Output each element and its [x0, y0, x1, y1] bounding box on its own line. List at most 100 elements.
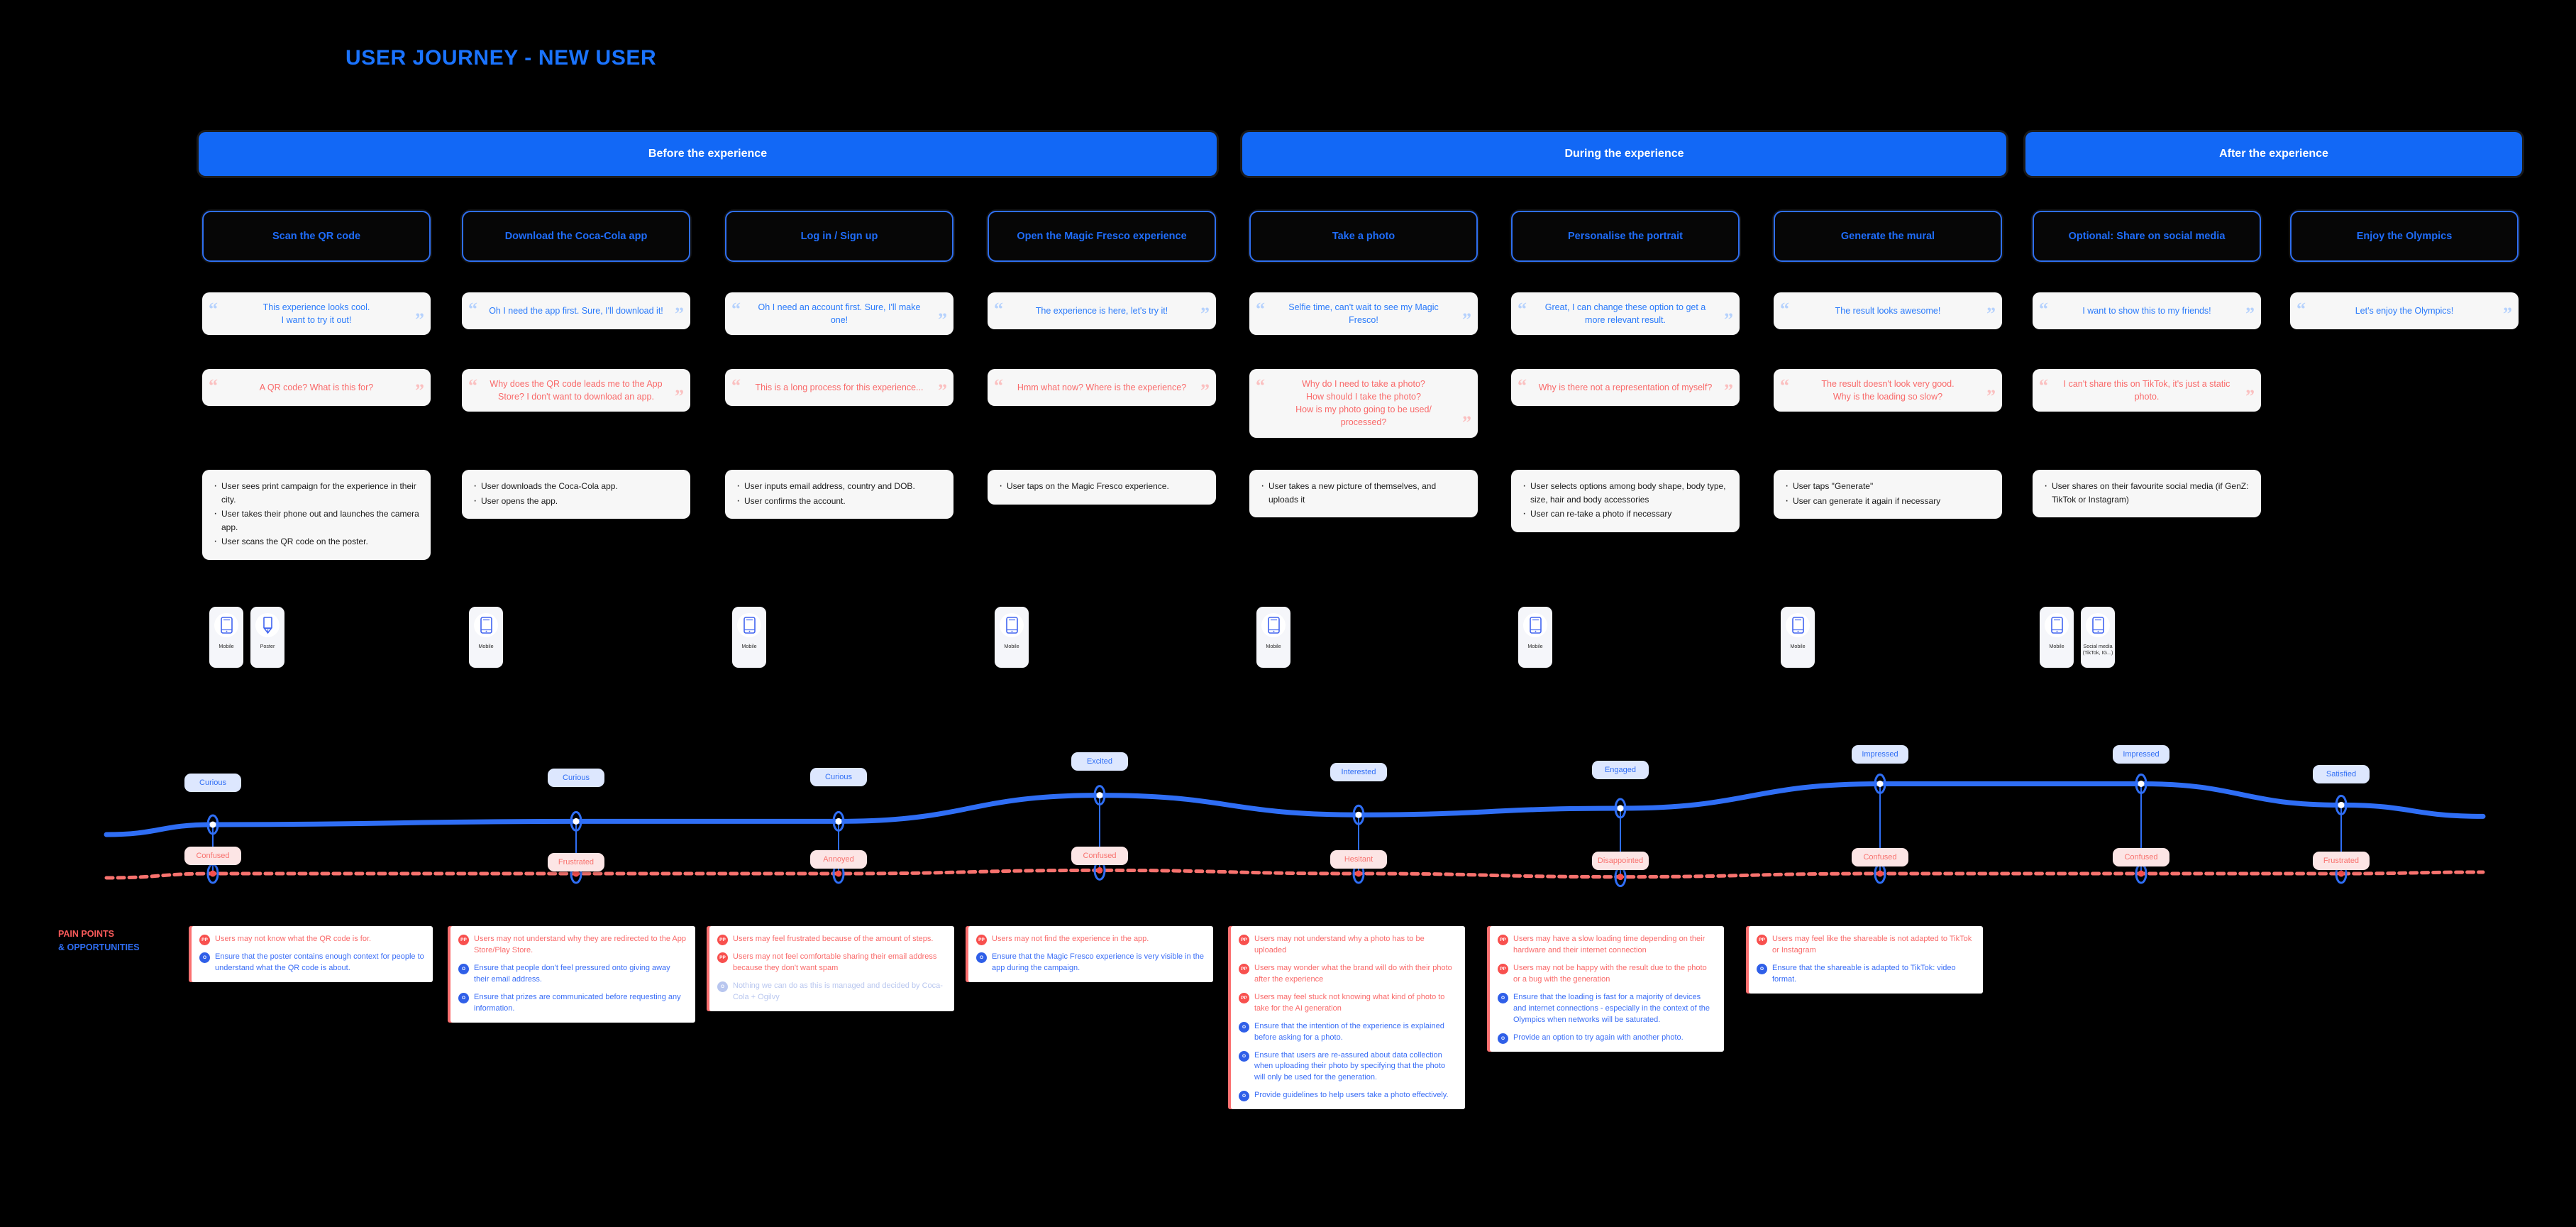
pain-point-item: PP Users may have a slow loading time dep…: [1498, 934, 1715, 957]
step-header-7[interactable]: Optional: Share on social media: [2033, 211, 2261, 262]
quote-close-icon: ”: [675, 304, 684, 324]
negative-emotion-label-1: Frustrated: [548, 853, 604, 871]
touchpoint-card-7-0[interactable]: Mobile: [2040, 607, 2074, 668]
step-header-label: Scan the QR code: [272, 231, 361, 242]
touchpoint-card-7-1[interactable]: Social media (TikTok, IG...): [2081, 607, 2115, 668]
action-item: User sees print campaign for the experie…: [212, 479, 419, 506]
touchpoint-card-4-0[interactable]: Mobile: [1256, 607, 1290, 668]
positive-quote-7: “I want to show this to my friends!”: [2033, 292, 2261, 329]
quote-open-icon: “: [1256, 299, 1265, 319]
quote-text: Why does the QR code leads me to the App…: [490, 379, 663, 402]
action-item: User can re-take a photo if necessary: [1521, 507, 1728, 521]
pain-point-item: PP Users may wonder what the brand will d…: [1239, 963, 1456, 986]
action-item: User takes a new picture of themselves, …: [1259, 479, 1466, 506]
actions-card-5: User selects options among body shape, b…: [1511, 470, 1740, 532]
quote-text: The result doesn't look very good. Why i…: [1821, 379, 1955, 402]
step-header-1[interactable]: Download the Coca-Cola app: [462, 211, 690, 262]
touchpoint-label: Mobile: [1266, 643, 1281, 649]
step-header-label: Optional: Share on social media: [2068, 231, 2226, 242]
step-header-2[interactable]: Log in / Sign up: [725, 211, 953, 262]
touchpoint-label: Mobile: [2049, 643, 2064, 649]
pain-point-badge: PP: [1498, 935, 1508, 945]
step-header-8[interactable]: Enjoy the Olympics: [2290, 211, 2519, 262]
touchpoint-card-6-0[interactable]: Mobile: [1781, 607, 1815, 668]
action-item: User taps "Generate": [1784, 479, 1991, 493]
quote-close-icon: ”: [2245, 386, 2255, 407]
touchpoint-label: Mobile: [478, 643, 494, 649]
negative-quote-0: “A QR code? What is this for?”: [202, 369, 431, 406]
negative-emotion-label-7: Confused: [2113, 848, 2169, 866]
action-item: User confirms the account.: [735, 494, 942, 508]
stage-banner-1[interactable]: During the experience: [1242, 132, 2006, 176]
negative-quote-1: “Why does the QR code leads me to the Ap…: [462, 369, 690, 412]
touchpoint-card-0-0[interactable]: Mobile: [209, 607, 243, 668]
step-header-3[interactable]: Open the Magic Fresco experience: [988, 211, 1216, 262]
touchpoint-icon-disc: [1261, 613, 1286, 637]
quote-close-icon: ”: [2503, 304, 2512, 324]
quote-close-icon: ”: [938, 380, 947, 401]
quote-close-icon: ”: [415, 309, 424, 331]
pain-point-text: Users may not know what the QR code is f…: [215, 935, 372, 943]
step-header-6[interactable]: Generate the mural: [1774, 211, 2002, 262]
pain-point-badge: PP: [717, 935, 728, 945]
pain-point-text: Users may wonder what the brand will do …: [1254, 963, 1452, 984]
step-header-label: Personalise the portrait: [1568, 231, 1683, 242]
touchpoint-icon-disc: [1000, 613, 1024, 637]
pain-point-badge: PP: [1239, 992, 1249, 1003]
touchpoint-card-1-0[interactable]: Mobile: [469, 607, 503, 668]
touchpoint-card-5-0[interactable]: Mobile: [1518, 607, 1552, 668]
emotion-chart: [0, 717, 2576, 923]
step-header-4[interactable]: Take a photo: [1249, 211, 1478, 262]
quote-close-icon: ”: [1462, 412, 1471, 433]
positive-quote-2: “Oh I need an account first. Sure, I'll …: [725, 292, 953, 336]
negative-emotion-label-6: Confused: [1852, 848, 1908, 866]
pain-point-text: Users may not understand why a photo has…: [1254, 935, 1425, 954]
stage-banner-2[interactable]: After the experience: [2025, 132, 2522, 176]
pain-point-card-4: PP Users may not understand why a photo h…: [1231, 926, 1465, 1110]
pain-point-badge: PP: [1239, 963, 1249, 974]
negative-quote-7: “I can't share this on TikTok, it's just…: [2033, 369, 2261, 412]
positive-quote-4: “Selfie time, can't wait to see my Magic…: [1249, 292, 1478, 336]
quote-open-icon: “: [994, 375, 1003, 396]
touchpoint-card-2-0[interactable]: Mobile: [732, 607, 766, 668]
touchpoint-icon-disc: [737, 613, 761, 637]
pain-point-text: Ensure that prizes are communicated befo…: [474, 992, 681, 1013]
quote-open-icon: “: [994, 299, 1003, 319]
pain-point-text: Ensure that the intention of the experie…: [1254, 1021, 1444, 1042]
step-header-0[interactable]: Scan the QR code: [202, 211, 431, 262]
touchpoint-card-3-0[interactable]: Mobile: [995, 607, 1029, 668]
actions-card-7: User shares on their favourite social me…: [2033, 470, 2261, 518]
touchpoint-card-0-1[interactable]: Poster: [250, 607, 284, 668]
quote-text: Why do I need to take a photo? How shoul…: [1295, 379, 1432, 428]
quote-text: The experience is here, let's try it!: [1035, 305, 1168, 316]
quote-text: Let's enjoy the Olympics!: [2355, 305, 2454, 316]
quote-text: The result looks awesome!: [1835, 305, 1941, 316]
pain-point-text: Ensure that people don't feel pressured …: [474, 963, 670, 984]
pain-point-text: Users may have a slow loading time depen…: [1513, 935, 1706, 954]
pain-point-text: Users may not feel comfortable sharing t…: [733, 952, 937, 972]
quote-open-icon: “: [209, 299, 218, 319]
step-header-5[interactable]: Personalise the portrait: [1511, 211, 1740, 262]
negative-emotion-label-0: Confused: [184, 847, 241, 865]
pain-point-text: Users may feel like the shareable is not…: [1772, 935, 1972, 954]
page-title: USER JOURNEY - NEW USER: [346, 46, 657, 70]
quote-text: Great, I can change these option to get …: [1544, 302, 1706, 326]
negative-emotion-label-4: Hesitant: [1330, 850, 1387, 869]
stage-banner-0[interactable]: Before the experience: [199, 132, 1217, 176]
negative-quote-5: “Why is there not a representation of my…: [1511, 369, 1740, 406]
opportunity-badge: O: [1239, 1050, 1249, 1062]
opportunity-badge: O: [1757, 963, 1767, 974]
step-header-label: Download the Coca-Cola app: [504, 231, 648, 242]
opportunity-badge: O: [1498, 1033, 1508, 1044]
mobile-icon: [1529, 617, 1542, 634]
negative-emotion-label-2: Annoyed: [810, 850, 867, 869]
mobile-icon: [220, 617, 233, 634]
